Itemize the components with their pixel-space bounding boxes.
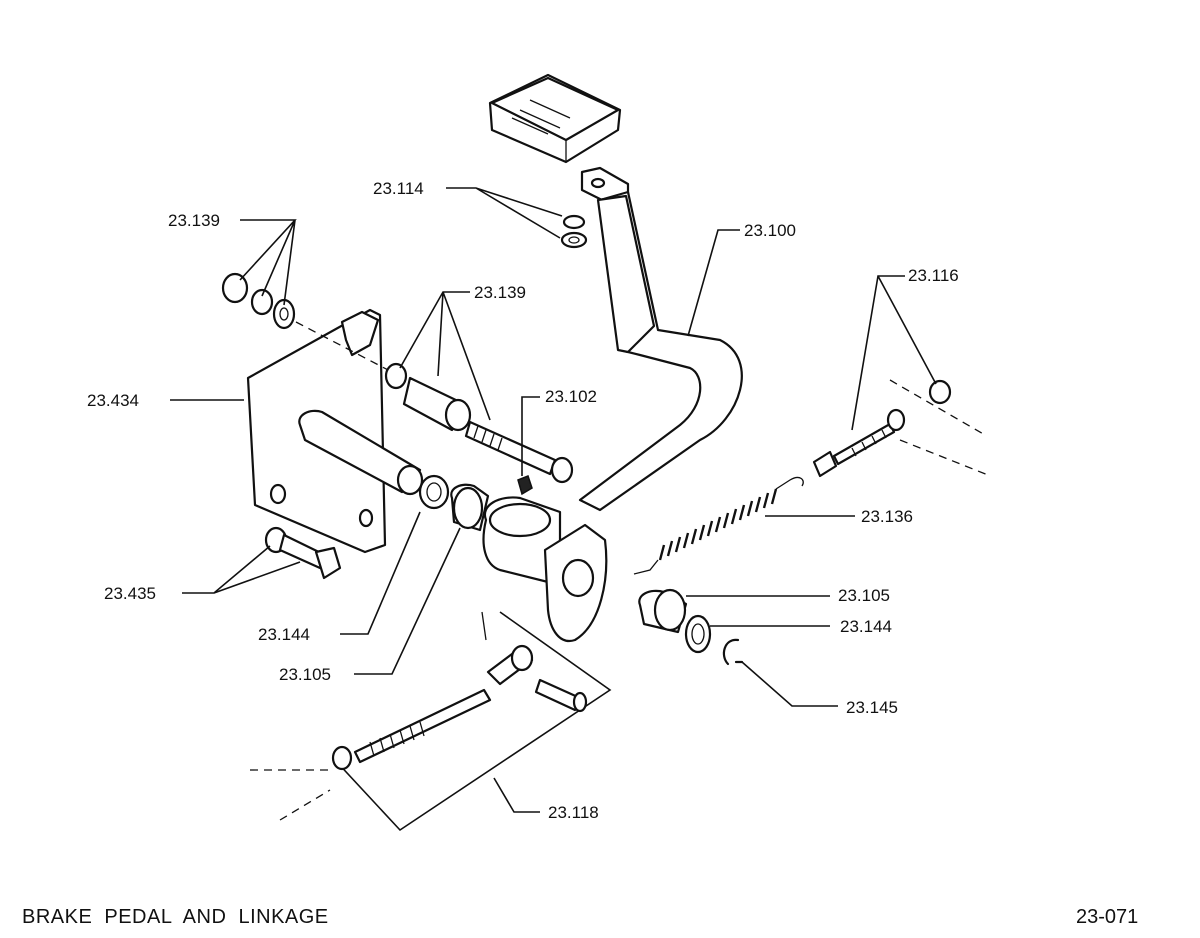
washer-bearing-left bbox=[418, 474, 490, 532]
callout-23-105-left: 23.105 bbox=[279, 665, 331, 684]
callout-23-434: 23.434 bbox=[87, 391, 139, 410]
leader-lines bbox=[170, 187, 937, 813]
callout-23-435: 23.435 bbox=[104, 584, 156, 603]
callout-23-105-right: 23.105 bbox=[838, 586, 890, 605]
callout-23-116: 23.116 bbox=[908, 266, 959, 285]
callout-23-118: 23.118 bbox=[548, 803, 599, 822]
callout-23-144-left: 23.144 bbox=[258, 625, 310, 644]
pivot-shaft bbox=[298, 409, 424, 496]
pedal-pad bbox=[488, 73, 622, 164]
washers-114 bbox=[560, 214, 588, 249]
bearing-washer-clip-right bbox=[638, 588, 744, 666]
washer-nut-stack-left bbox=[221, 272, 296, 330]
callout-23-114: 23.114 bbox=[373, 179, 424, 198]
bushing-bolt-group bbox=[384, 362, 574, 496]
spring-rod-116 bbox=[812, 379, 989, 478]
callout-labels: 23.114 23.139 23.100 23.116 23.139 23.10… bbox=[87, 179, 959, 822]
callout-23-102: 23.102 bbox=[545, 387, 597, 406]
callout-23-145: 23.145 bbox=[846, 698, 898, 717]
return-spring bbox=[633, 476, 804, 575]
diagram-title: BRAKE PEDAL AND LINKAGE bbox=[22, 906, 329, 928]
callout-23-139-mid: 23.139 bbox=[474, 283, 526, 302]
linkage-rod-assembly bbox=[250, 611, 612, 832]
callout-23-136: 23.136 bbox=[861, 507, 913, 526]
callout-23-100: 23.100 bbox=[744, 221, 796, 240]
brake-pedal-arm bbox=[578, 166, 743, 512]
pedal-hub bbox=[482, 496, 608, 643]
bolt-435 bbox=[264, 526, 342, 580]
callout-23-144-right: 23.144 bbox=[840, 617, 892, 636]
figure-number: 23-071 bbox=[1076, 906, 1139, 928]
callout-23-139-left: 23.139 bbox=[168, 211, 220, 230]
